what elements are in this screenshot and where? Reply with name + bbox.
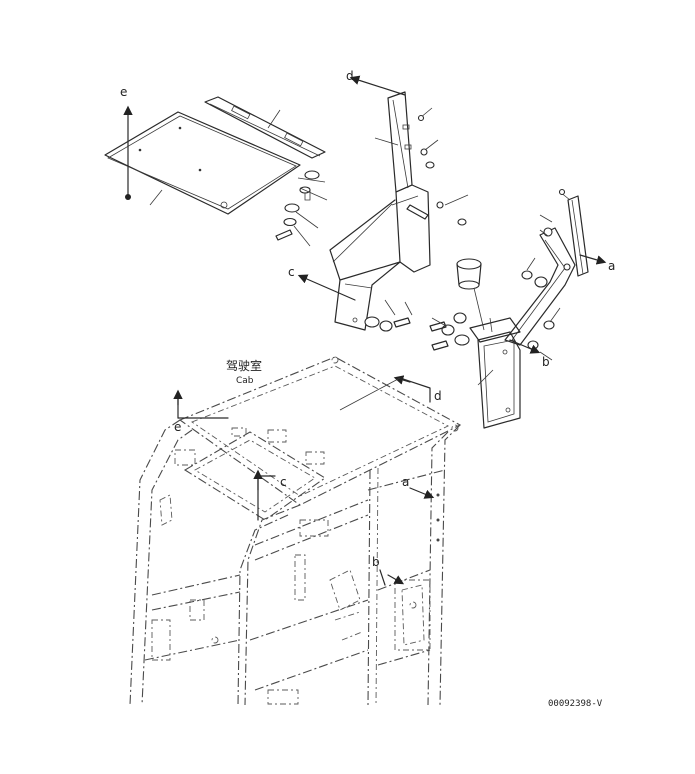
label-e-top: e <box>120 85 127 99</box>
support-arm <box>504 227 576 346</box>
right-fasteners <box>429 214 561 386</box>
roof-fasteners <box>275 170 328 247</box>
label-e-cab: e <box>174 420 181 434</box>
roof-panel <box>104 111 301 215</box>
vertical-strip <box>558 188 589 277</box>
label-cab-chinese: 驾驶室 <box>226 358 262 373</box>
drawing-code: 00092398-V <box>548 699 603 709</box>
label-b-cab: b <box>372 555 380 569</box>
pillar-bracket <box>329 91 431 331</box>
cup-holder <box>456 258 485 331</box>
label-a-cab: a <box>402 475 409 489</box>
label-c-cab: c <box>280 475 287 489</box>
label-d-top: d <box>346 69 354 83</box>
cab-frame <box>129 356 462 706</box>
label-d-cab: d <box>434 389 442 403</box>
roof-rail <box>204 96 326 159</box>
lower-plate <box>469 317 521 429</box>
pillar-fasteners <box>364 107 469 332</box>
label-a-right: a <box>608 259 615 273</box>
label-cab-english: Cab <box>236 376 254 386</box>
label-b-right: b <box>542 355 550 369</box>
label-c-mid: c <box>288 265 295 279</box>
